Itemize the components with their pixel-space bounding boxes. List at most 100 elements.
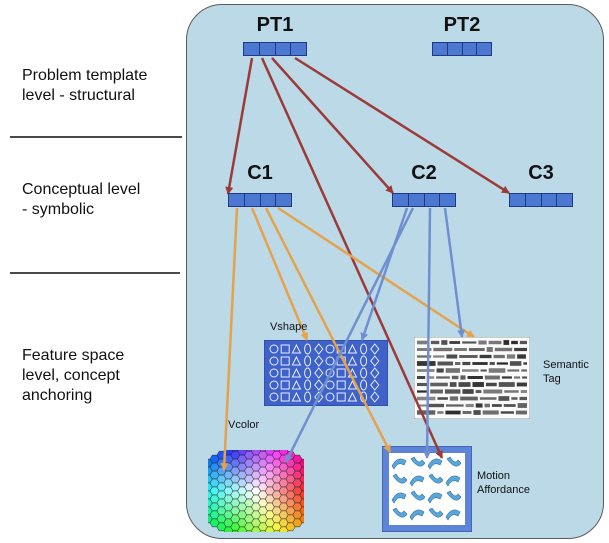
- texture-mark: [501, 376, 512, 379]
- texture-mark: [280, 380, 290, 390]
- texture-mark: [370, 391, 380, 403]
- texture-mark: [428, 403, 445, 408]
- texture-mark: [417, 396, 436, 401]
- texture-mark: [417, 340, 429, 345]
- texture-mark: [503, 340, 510, 345]
- slots-pt2: [432, 42, 492, 56]
- texture-mark: [484, 375, 500, 380]
- texture-mark: [430, 340, 440, 345]
- texture-mark: [458, 382, 471, 387]
- texture-mark: [444, 389, 461, 394]
- texture-mark: [336, 380, 346, 390]
- texture-mark: [417, 410, 436, 415]
- texture-mark: [304, 391, 312, 403]
- slot: [433, 43, 448, 55]
- texture-mark: [347, 391, 358, 402]
- texture-mark: [475, 403, 483, 408]
- texture-mark: [299, 458, 304, 468]
- texture-mark: [507, 369, 520, 372]
- level-label-feature: Feature space level, concept anchoring: [22, 347, 125, 404]
- texture-mark: [304, 367, 312, 379]
- texture-mark: [482, 410, 499, 415]
- texture-mark: [299, 490, 304, 500]
- texture-mark: [451, 375, 459, 380]
- slot: [244, 194, 261, 206]
- arrow-c2-motion: [423, 207, 432, 459]
- texture-mark: [462, 410, 472, 415]
- texture-mark: [437, 411, 444, 414]
- texture-mark: [299, 466, 304, 476]
- slot: [244, 43, 260, 55]
- texture-mark: [445, 410, 461, 415]
- node-label-c2: C2: [411, 162, 437, 184]
- texture-mark: [446, 404, 464, 407]
- texture-mark: [430, 389, 443, 394]
- slot: [462, 43, 478, 55]
- texture-mark: [498, 382, 515, 387]
- slot: [393, 194, 409, 206]
- arrow-c1-vshape: [250, 207, 309, 341]
- texture-mark: [291, 379, 302, 390]
- texture-mark: [417, 355, 432, 358]
- texture-mark: [325, 344, 335, 354]
- texture-mark: [485, 382, 497, 387]
- arrow-pt1-c1: [225, 57, 254, 195]
- arrow-c1-motion: [264, 207, 392, 453]
- slot: [424, 194, 441, 206]
- texture-mark: [484, 403, 490, 408]
- texture-mark: [304, 379, 312, 391]
- texture-mark: [461, 369, 479, 372]
- arrow-pt1-c2: [271, 57, 394, 194]
- slot: [408, 194, 425, 206]
- node-label-c1: C1: [247, 162, 273, 184]
- texture-mark: [517, 354, 526, 359]
- texture-mark: [522, 376, 527, 379]
- texture-mark: [417, 390, 429, 393]
- texture-mark: [446, 456, 462, 467]
- texture-mark: [291, 343, 302, 354]
- texture-mark: [409, 509, 425, 521]
- slot: [440, 194, 455, 206]
- texture-mark: [269, 356, 279, 366]
- texture-mark: [325, 368, 335, 378]
- texture-mark: [391, 492, 407, 504]
- slot: [477, 43, 491, 55]
- texture-mark: [449, 382, 457, 387]
- texture-mark: [516, 382, 527, 387]
- texture-mark: [392, 473, 408, 484]
- arrow-c1-vcolor: [220, 207, 239, 471]
- feature-label-vshape: Vshape: [270, 321, 308, 333]
- slot: [260, 194, 277, 206]
- texture-mark: [304, 355, 312, 367]
- texture-mark: [462, 389, 474, 394]
- texture-mark: [455, 362, 461, 365]
- texture-mark: [314, 379, 324, 391]
- node-label-c3: C3: [528, 162, 554, 184]
- texture-mark: [314, 367, 324, 379]
- texture-mark: [468, 347, 485, 352]
- texture-mark: [347, 343, 358, 354]
- texture-mark: [441, 340, 448, 345]
- texture-mark: [523, 362, 527, 365]
- texture-mark: [336, 392, 346, 402]
- texture-mark: [314, 343, 324, 355]
- feature-label-vcolor: Vcolor: [228, 419, 260, 431]
- texture-mark: [347, 379, 358, 390]
- texture-mark: [462, 361, 471, 366]
- texture-mark: [269, 344, 279, 354]
- texture-mark: [449, 396, 459, 401]
- slots-c3: [509, 193, 573, 207]
- texture-mark: [360, 343, 368, 355]
- texture-mark: [475, 389, 482, 394]
- texture-mark: [494, 347, 513, 352]
- slot: [510, 194, 526, 206]
- texture-mark: [299, 482, 304, 492]
- texture-mark: [427, 492, 443, 504]
- texture-mark: [291, 355, 302, 366]
- texture-mark: [299, 474, 304, 484]
- texture-mark: [410, 490, 426, 501]
- texture-mark: [436, 368, 444, 373]
- texture-mark: [517, 403, 527, 408]
- slots-c1: [228, 193, 292, 207]
